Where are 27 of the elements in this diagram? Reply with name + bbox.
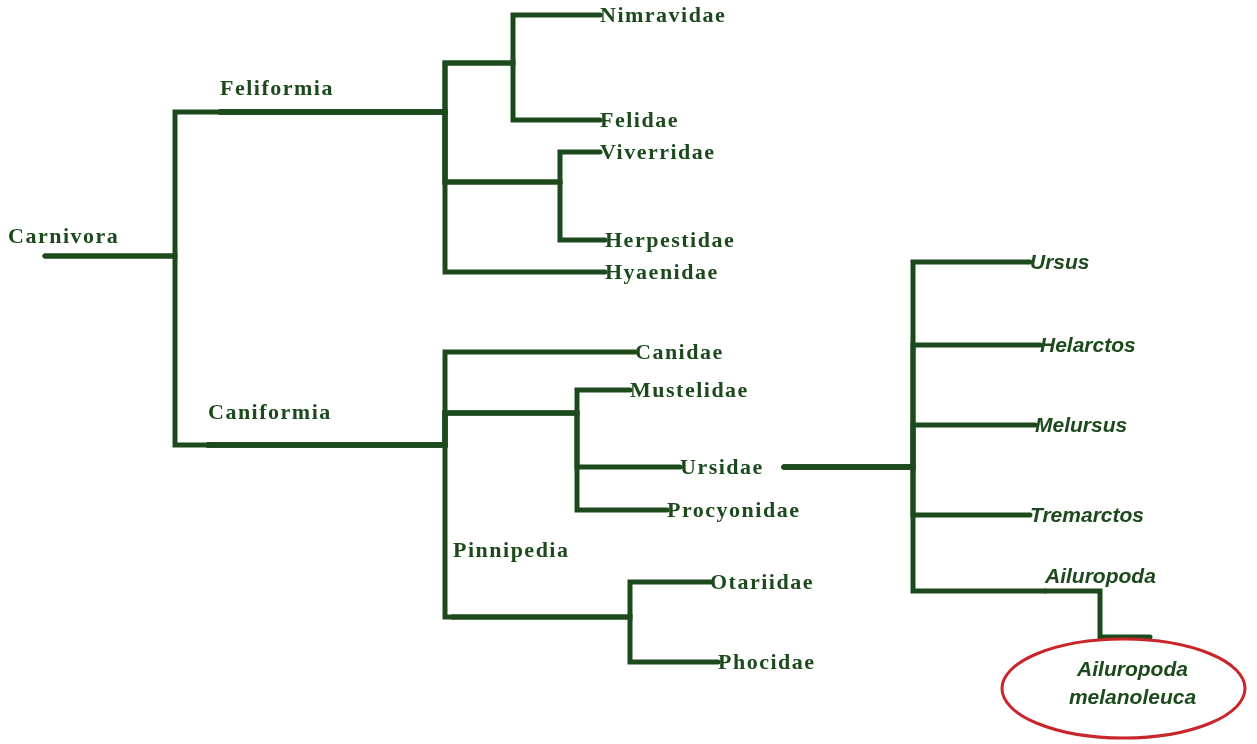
taxon-label: Carnivora (8, 224, 160, 256)
taxon-label: Melursus (1035, 411, 1175, 439)
branch-line (781, 464, 1048, 594)
taxon-label: Viverridae (600, 138, 785, 166)
taxon-label: Helarctos (1040, 331, 1180, 359)
taxon-label: Nimravidae (600, 1, 785, 29)
taxon-label: Pinnipedia (453, 538, 618, 617)
taxon-label: Felidae (600, 106, 720, 134)
taxon-label: Feliformia (220, 76, 380, 112)
taxon-label: Otariidae (710, 568, 860, 596)
taxon-label: Canidae (635, 338, 765, 366)
branch-line (42, 253, 211, 448)
taxon-label: Hyaenidae (605, 258, 775, 286)
taxon-label: Tremarctos (1030, 501, 1190, 529)
branch-line (1042, 588, 1153, 640)
branch-line (450, 614, 721, 665)
taxon-label: Mustelidae (630, 376, 805, 404)
branch-line (205, 442, 456, 620)
taxon-label: Ursidae (680, 453, 784, 481)
taxon-label: Ailuropoda (1045, 561, 1210, 591)
branch-line (217, 109, 608, 275)
taxon-label: Caniformia (208, 400, 378, 445)
taxon-label: Procyonidae (667, 496, 857, 524)
taxon-label: Ailuropoda melanoleuca (1067, 656, 1198, 710)
taxon-label: Herpestidae (605, 226, 800, 254)
taxon-label: Phocidae (718, 648, 868, 676)
taxon-label: Ursus (1030, 248, 1130, 276)
